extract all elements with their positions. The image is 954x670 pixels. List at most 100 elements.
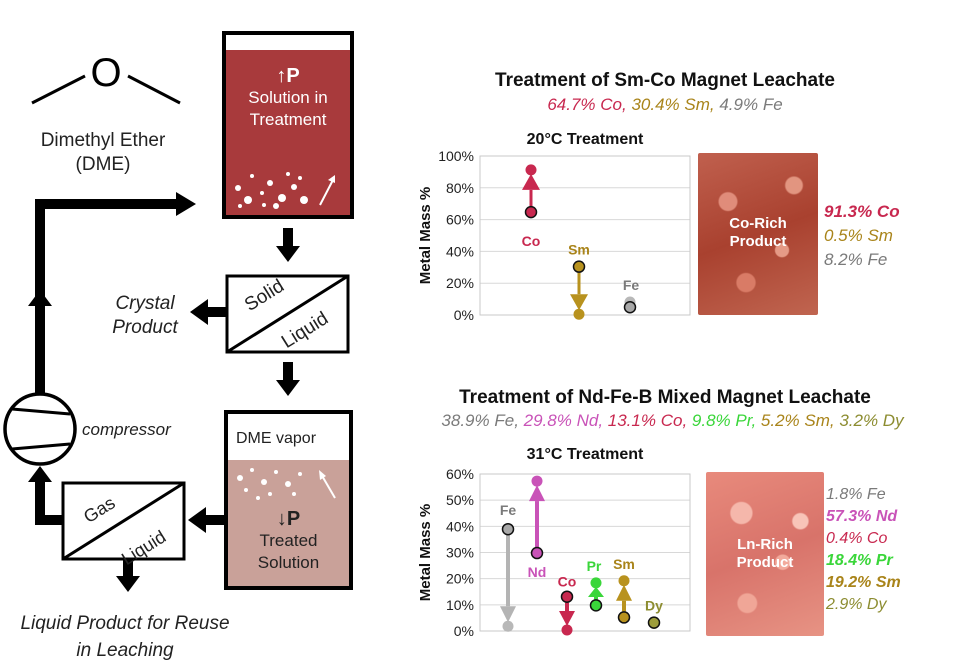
y-tick-label: 20% [446,275,474,291]
change-arrowhead-fe [500,606,516,623]
chart-title: 20°C Treatment [527,131,644,148]
treated-vessel-label: ↓P Treated Solution [228,508,349,574]
compressor-icon [3,392,77,466]
dme-bond-right [127,74,181,105]
ln-product-pr: 18.4% Pr [826,552,893,569]
y-tick-label: 80% [446,180,474,196]
ln-product-sm: 19.2% Sm [826,574,901,591]
ndfeb-feed-sm: 5.2% Sm [760,411,830,430]
smco-feed-fe: 4.9% Fe [719,95,783,114]
gas-return-line [35,478,63,525]
y-tick-label: 0% [454,623,474,639]
flow-arrow-down-liquid [116,560,140,592]
gas-liquid-separator [61,481,186,561]
series-fe: Fe [500,502,517,632]
y-tick-label: 40% [446,518,474,534]
series-sm: Sm [613,556,635,624]
dme-molecule: O [31,51,181,105]
series-label-fe: Fe [500,502,517,518]
process-flow-diagram: O [3,31,354,592]
smco-feed-co: 64.7% Co [547,95,622,114]
plot-frame [479,155,691,316]
series-sm: Sm [568,242,590,320]
treated-vessel-bubbles [237,468,302,500]
initial-point-fe [501,522,515,536]
series-label-pr: Pr [587,558,602,574]
series-label-sm: Sm [568,242,590,258]
series-label-co: Co [558,574,577,590]
change-arrowhead-nd [529,485,545,502]
y-tick-label: 50% [446,492,474,508]
co-rich-product-photo: Co-Rich Product [698,153,818,315]
dme-oxygen-atom: O [90,51,121,95]
initial-point-co [560,590,574,603]
final-point-pr [590,577,602,589]
compressor-label: compressor [82,420,171,439]
y-axis-label: Metal Mass % [417,187,434,285]
ndfeb-feed-fe: 38.9% Fe [441,411,515,430]
ln-product-co: 0.4% Co [826,530,888,547]
flow-arrow-left-2 [188,507,226,533]
treated-vessel-solution [228,460,349,586]
y-tick-label: 40% [446,243,474,259]
solid-liquid-separator [225,274,350,354]
dme-return-line [35,199,178,393]
series-nd: Nd [528,475,546,580]
y-tick-label: 60% [446,212,474,228]
initial-point-co [524,205,538,219]
change-arrowhead-co [559,610,575,626]
ln-rich-product-label: Ln-Rich Product [736,536,794,571]
ndfeb-chart: 31°C Treatment0%10%20%30%40%50%60%Metal … [417,446,691,639]
series-label-co: Co [522,233,541,249]
vessel2-vapor-label: DME vapor [236,430,317,447]
change-arrowhead-pr [588,586,604,597]
initial-point-pr [589,599,603,612]
final-point-sm [618,575,630,587]
liquid-product-label: Liquid Product for Reuse in Leaching [20,613,230,661]
y-tick-label: 0% [454,307,474,323]
final-point-fe [502,620,514,632]
y-axis-label: Metal Mass % [417,504,434,602]
ln-product-fe: 1.8% Fe [826,486,886,503]
final-point-co [561,624,573,636]
treated-vessel [224,410,353,590]
series-label-fe: Fe [623,277,640,293]
plot-frame [479,473,691,632]
co-product-sm: 0.5% Sm [824,226,893,245]
final-point-co [525,164,537,176]
change-arrowhead-sm [570,294,588,311]
y-tick-label: 20% [446,571,474,587]
dme-name-label: Dimethyl Ether (DME) [40,130,166,175]
flow-arrow-down-2 [276,362,300,396]
smco-chart: 20°C Treatment 0% 20% 40% 60% 80% 100% Metal Ma… [417,131,691,323]
series-label-dy: Dy [645,598,663,614]
ndfeb-composition: 38.9% Fe, 29.8% Nd, 13.1% Co, 9.8% Pr, 5… [441,411,904,430]
bubble-rise-arrow-icon [319,177,335,206]
smco-composition: 64.7% Co, 30.4% Sm, 4.9% Fe [547,95,783,114]
pressure-increase-label: ↑P [276,65,300,87]
smco-feed-sm: 30.4% Sm [631,95,710,114]
smco-title: Treatment of Sm-Co Magnet Leachate [495,70,835,91]
treatment-vessel [222,31,354,219]
final-point-nd [531,475,543,487]
y-tick-label: 60% [446,466,474,482]
ndfeb-title: Treatment of Nd-Fe-B Mixed Magnet Leacha… [459,387,871,408]
series-co: Co [522,164,541,249]
series-dy: Dy [645,598,663,629]
initial-point-fe [623,300,637,314]
treatment-vessel-label: ↑P Solution in Treatment [226,65,350,131]
ndfeb-feed-pr: 9.8% Pr [691,411,752,430]
y-tick-label: 30% [446,545,474,561]
vapor-release-arrow-icon [320,473,336,499]
flow-arrow-left-crystal [190,299,227,325]
treatment-vessel-bubbles [235,172,308,209]
pressure-decrease-label: ↓P [276,508,301,530]
y-tick-label: 100% [438,148,474,164]
ndfeb-feed-nd: 29.8% Nd [523,411,599,430]
y-tick-label: 10% [446,597,474,613]
initial-point-nd [530,546,544,560]
ndfeb-feed-dy: 3.2% Dy [839,411,904,430]
co-product-fe: 8.2% Fe [824,250,888,269]
